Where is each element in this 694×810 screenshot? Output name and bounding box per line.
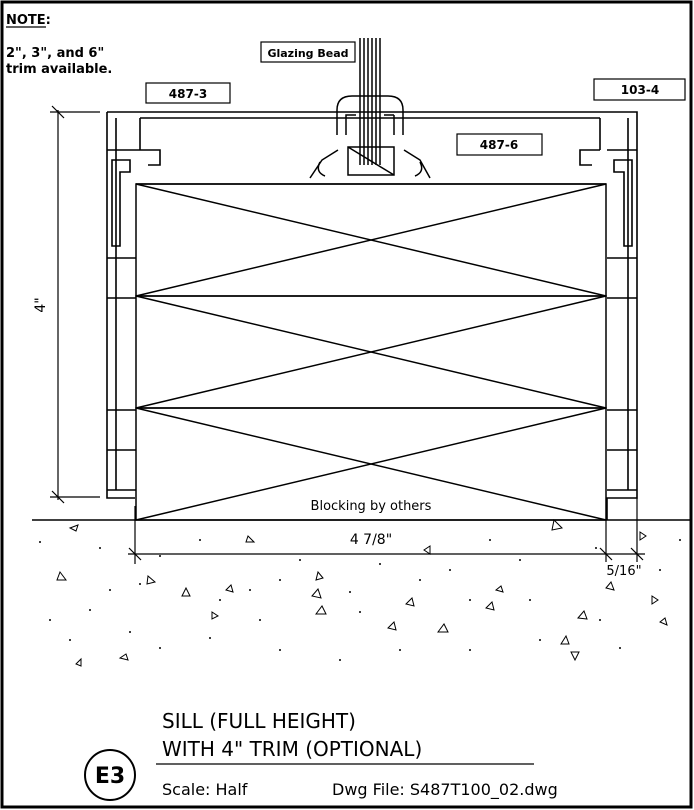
width-label-bg	[335, 530, 407, 548]
part-487-3-box	[145, 82, 231, 104]
width-dimension-label: 4 7/8"	[350, 532, 392, 548]
height-dimension-label: 4"	[33, 297, 49, 312]
blocking-label: Blocking by others	[311, 499, 432, 514]
glazing-pocket	[300, 95, 440, 185]
glazing-bead-label: Glazing Bead	[267, 47, 348, 60]
sill-frame	[106, 111, 638, 520]
part-487-6-label: 487-6	[480, 138, 518, 152]
concrete-hatch	[56, 518, 668, 667]
title-line-1: SILL (FULL HEIGHT)	[162, 709, 356, 733]
note-line-2: trim available.	[6, 62, 112, 77]
blocking-label-bg	[285, 496, 457, 514]
glazing-bead-box	[260, 41, 356, 63]
part-487-6-box	[456, 133, 543, 156]
glazing-panel	[359, 38, 381, 165]
part-103-4-box	[593, 78, 686, 101]
note-line-1: 2", 3", and 6"	[6, 46, 104, 61]
detail-id-label: E3	[95, 764, 125, 789]
part-103-4-label: 103-4	[621, 83, 659, 97]
scale-label: Scale: Half	[162, 780, 248, 799]
note-heading: NOTE:	[6, 13, 51, 28]
part-487-3-label: 487-3	[169, 87, 207, 101]
concrete-dots	[39, 539, 681, 661]
offset-dimension-label: 5/16"	[606, 564, 641, 579]
detail-id-circle	[84, 749, 136, 801]
offset-label-bg	[600, 562, 650, 579]
blocking-stack	[135, 183, 607, 521]
width-dimension	[128, 498, 645, 564]
title-line-2: WITH 4" TRIM (OPTIONAL)	[162, 737, 422, 761]
file-label: Dwg File: S487T100_02.dwg	[332, 780, 558, 800]
height-dimension	[50, 105, 100, 504]
